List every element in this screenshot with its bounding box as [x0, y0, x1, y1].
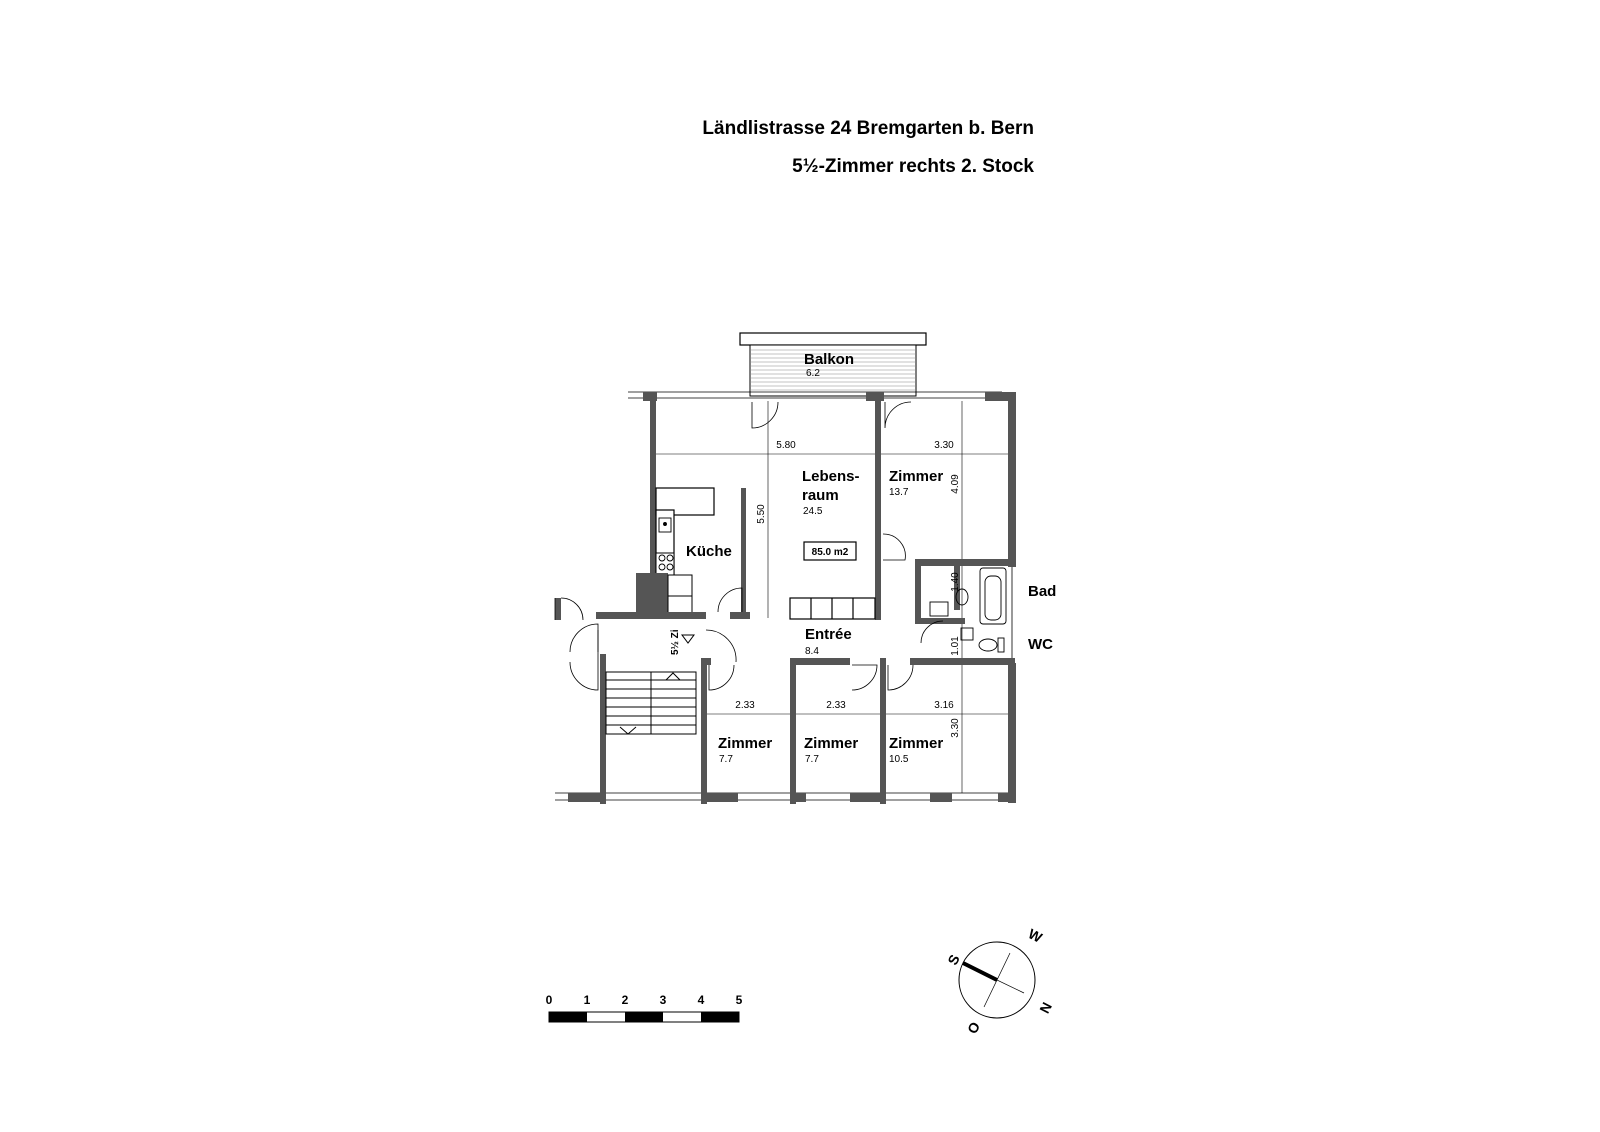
room-zimmer-ne-name: Zimmer	[889, 468, 943, 485]
room-zimmer-3-name: Zimmer	[889, 735, 943, 752]
dim-zimmer-ne-width: 3.30	[934, 440, 954, 451]
dim-zimmer-2-width: 2.33	[826, 700, 846, 711]
room-zimmer-2-name: Zimmer	[804, 735, 858, 752]
scale-label-5: 5	[736, 993, 743, 1007]
room-zimmer-1-name: Zimmer	[718, 735, 772, 752]
room-entree-name: Entrée	[805, 626, 852, 643]
kitchen-fixtures	[658, 517, 692, 597]
dim-wc-depth: 1.01	[950, 636, 961, 656]
room-wc-name: WC	[1028, 636, 1053, 653]
scale-label-3: 3	[660, 993, 667, 1007]
dim-zimmer-ne-depth: 4.09	[950, 474, 961, 494]
dim-zimmer-1-width: 2.33	[735, 700, 755, 711]
room-zimmer-1-area: 7.7	[719, 754, 733, 765]
scale-label-2: 2	[622, 993, 629, 1007]
dim-zimmer-3-depth: 3.30	[950, 718, 961, 738]
room-lebensraum-name-1: Lebens-	[802, 468, 860, 485]
room-zimmer-2-area: 7.7	[805, 754, 819, 765]
room-balkon-area: 6.2	[806, 368, 820, 379]
walls	[555, 392, 1016, 804]
total-area: 85.0 m2	[812, 547, 849, 558]
room-entree-area: 8.4	[805, 646, 819, 657]
room-zimmer-3-area: 10.5	[889, 754, 909, 765]
dim-living-depth: 5.50	[756, 504, 767, 524]
total-area-box	[803, 541, 857, 561]
scale-bar: 0 1 2 3 4 5	[546, 993, 743, 1023]
dimension-lines	[656, 401, 1008, 793]
compass-west: W	[1026, 925, 1046, 946]
door-swings	[554, 401, 944, 691]
unit-entrance-marker: 5½ Zi	[670, 629, 695, 655]
room-bad-name: Bad	[1028, 583, 1056, 600]
room-lebensraum-area: 24.5	[803, 506, 823, 517]
dim-bad-depth: 1.40	[950, 572, 961, 592]
room-zimmer-ne-area: 13.7	[889, 487, 909, 498]
room-lebensraum-name-2: raum	[802, 487, 839, 504]
room-balkon-name: Balkon	[804, 351, 854, 368]
scale-label-0: 0	[546, 993, 553, 1007]
compass-south: S	[944, 952, 962, 968]
unit-subtitle: 5½-Zimmer rechts 2. Stock	[792, 156, 1034, 177]
built-in-cabinet	[789, 597, 876, 620]
scale-label-1: 1	[584, 993, 591, 1007]
windows	[555, 391, 1013, 801]
address-title: Ländlistrasse 24 Bremgarten b. Bern	[702, 118, 1034, 139]
compass-east: O	[964, 1019, 983, 1036]
staircase	[605, 671, 697, 735]
scale-label-4: 4	[698, 993, 705, 1007]
dim-living-width: 5.80	[776, 440, 796, 451]
bathroom-fixtures	[929, 567, 1007, 653]
balcony	[739, 332, 927, 397]
room-kueche-name: Küche	[686, 543, 732, 560]
dim-zimmer-3-width: 3.16	[934, 700, 954, 711]
compass: S W O N	[944, 925, 1055, 1036]
compass-north: N	[1036, 1000, 1055, 1016]
unit-marker-label: 5½ Zi	[670, 629, 681, 655]
